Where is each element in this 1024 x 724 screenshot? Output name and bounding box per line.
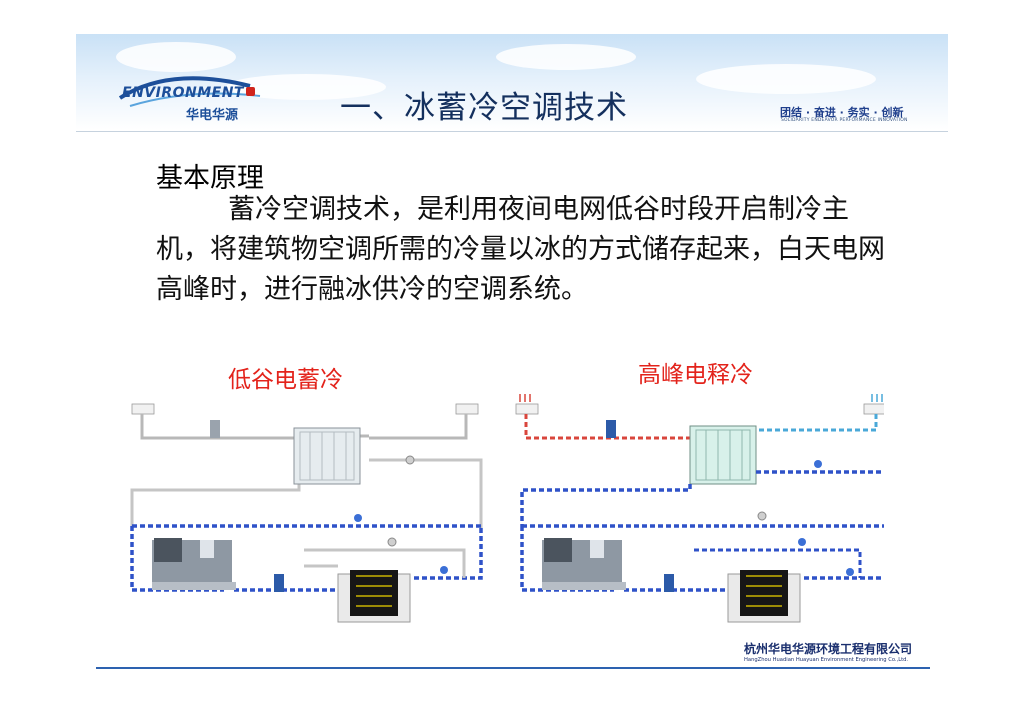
company-name-english: HangZhou Huadian Huayuan Environment Eng… xyxy=(744,657,909,663)
company-name: 杭州华电华源环境工程有限公司 xyxy=(744,642,913,656)
ice-charging-diagram xyxy=(124,390,494,635)
valve-icon xyxy=(354,514,362,522)
logo-wordmark: ENVIRONMENT xyxy=(122,85,255,101)
valve-icon xyxy=(814,460,822,468)
company-motto-english: SOLIDARITY ENDEAVOR PERFORMANCE INNOVATI… xyxy=(781,118,908,123)
arrow-up-icon xyxy=(871,394,883,402)
pump-icon xyxy=(664,574,674,592)
slide-title: 一、冰蓄冷空调技术 xyxy=(340,90,628,126)
arrow-down-icon xyxy=(519,394,531,402)
heat-exchanger-icon xyxy=(689,425,757,485)
valve-icon xyxy=(405,455,415,465)
footer-divider xyxy=(96,667,930,669)
principle-paragraph: 蓄冷空调技术，是利用夜间电网低谷时段开启制冷主机，将建筑物空调所需的冷量以冰的方… xyxy=(156,190,896,310)
valve-icon xyxy=(846,568,854,576)
load-box-left xyxy=(131,403,155,415)
valve-icon xyxy=(757,511,767,521)
valve-icon xyxy=(387,537,397,547)
valve-icon xyxy=(798,538,806,546)
diagram-label-discharge: 高峰电释冷 xyxy=(638,362,753,388)
pump-icon xyxy=(274,574,284,592)
load-box-left xyxy=(515,403,539,415)
principle-text: 蓄冷空调技术，是利用夜间电网低谷时段开启制冷主机，将建筑物空调所需的冷量以冰的方… xyxy=(156,194,885,305)
diagram-label-charge: 低谷电蓄冷 xyxy=(228,367,343,393)
logo-text: ENVIRONMENT xyxy=(122,85,244,101)
valve-icon xyxy=(440,566,448,574)
ice-discharge-diagram xyxy=(514,390,884,635)
load-box-right xyxy=(455,403,479,415)
header-banner xyxy=(76,34,948,130)
section-heading: 基本原理 xyxy=(156,163,264,194)
company-motto: 团结 · 奋进 · 务实 · 创新 xyxy=(780,106,904,119)
banner-divider xyxy=(76,131,948,132)
load-box-right xyxy=(863,403,884,415)
logo-swoosh-icon xyxy=(118,76,261,107)
logo-badge-icon xyxy=(245,87,255,96)
pump-icon xyxy=(606,420,616,438)
pump-icon xyxy=(210,420,220,438)
company-logo: ENVIRONMENT 华电华源 xyxy=(110,68,270,128)
heat-exchanger-icon xyxy=(293,427,361,485)
logo-chinese-name: 华电华源 xyxy=(186,108,239,123)
